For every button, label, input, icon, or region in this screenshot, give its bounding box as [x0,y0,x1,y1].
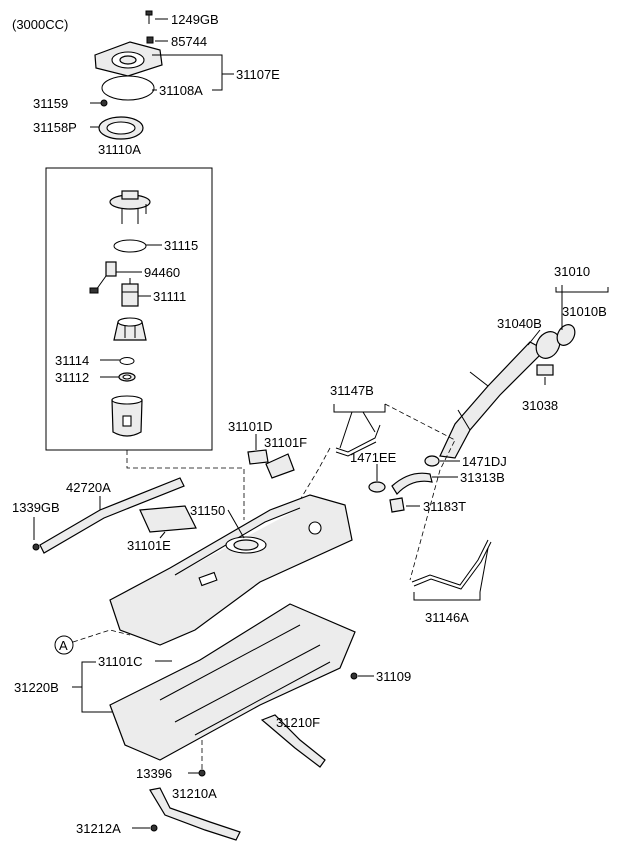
bolt-31212a [150,824,158,832]
engine-variant-label: (3000CC) [12,17,68,32]
callout-31040b: 31040B [497,316,542,331]
heat-shield-31101e [139,505,197,533]
nut-13396 [198,769,206,777]
sender-94460 [89,261,117,294]
callout-31010b: 31010B [562,304,607,319]
strainer-reservoir [111,395,143,437]
pump-flange [109,190,151,224]
callout-31111: 31111 [153,289,186,304]
callout-31112: 31112 [55,370,89,385]
vent-hose-31147b [335,424,381,457]
lock-ring-31158p [98,116,144,140]
callout-31010: 31010 [554,264,590,279]
label-31038 [536,364,554,376]
callout-31101c: 31101C [98,654,143,669]
callout-31108a: 31108A [159,83,203,98]
callout-31038: 31038 [522,398,558,413]
pump-module-frame [45,167,213,451]
seal-ring-31115 [113,239,147,253]
callout-1471ee: 1471EE [350,450,397,465]
hose-31313b [391,472,433,495]
callout-31115: 31115 [164,238,198,253]
fuel-tank-31150 [109,494,353,646]
callout-85744: 85744 [171,34,207,49]
heat-shield-31101f [265,453,295,479]
callout-31101f: 31101F [264,435,307,450]
callout-31158p: 31158P [33,120,77,135]
filler-neck-inlet [535,331,561,359]
o-ring-31114 [119,357,135,365]
callout-31146a: 31146A [425,610,469,625]
callout-31114: 31114 [55,353,89,368]
callout-31212a: 31212A [76,821,121,836]
callout-31150: 31150 [190,503,225,518]
callout-31110a: 31110A [98,142,141,157]
callout-1471dj: 1471DJ [462,454,507,469]
heat-shield-31101d [247,449,269,465]
callout-31101d: 31101D [228,419,273,434]
callout-31210a: 31210A [172,786,217,801]
fastener-31159 [100,99,108,107]
callout-31101e: 31101E [127,538,171,553]
callout-94460: 94460 [144,265,180,280]
reference-circle-a [54,635,74,655]
filler-neck-pipe [439,341,546,459]
strap-31210f [260,714,326,768]
callout-31313b: 31313B [460,470,505,485]
callout-42720a: 42720A [66,480,111,495]
clamp-1471dj [424,455,440,467]
vent-hose-31146a [411,539,492,590]
filter-31112 [118,372,136,382]
pump-cover-plate [94,41,163,77]
clamp-1471ee [368,481,386,493]
callout-31159: 31159 [33,96,68,111]
callout-31210f: 31210F [276,715,320,730]
callout-1249gb: 1249GB [171,12,219,27]
bolt-1249gb [145,10,153,24]
callout-31183t: 31183T [423,499,466,514]
callout-31107e: 31107E [236,67,280,82]
bolt-31109 [350,672,358,680]
callout-1339gb: 1339GB [12,500,60,515]
fuel-pump-31111 [121,278,139,307]
tank-guard-31220b [109,603,356,761]
pump-housing [113,317,147,341]
valve-31183t [389,497,405,513]
strap-31210a [149,787,241,841]
gasket-31108a [101,75,155,101]
callout-13396: 13396 [136,766,172,781]
callout-31220b: 31220B [14,680,59,695]
callout-31109: 31109 [376,669,411,684]
callout-31147b: 31147B [330,383,374,398]
clip-85744 [146,36,154,44]
reference-a-label: A [59,638,68,653]
